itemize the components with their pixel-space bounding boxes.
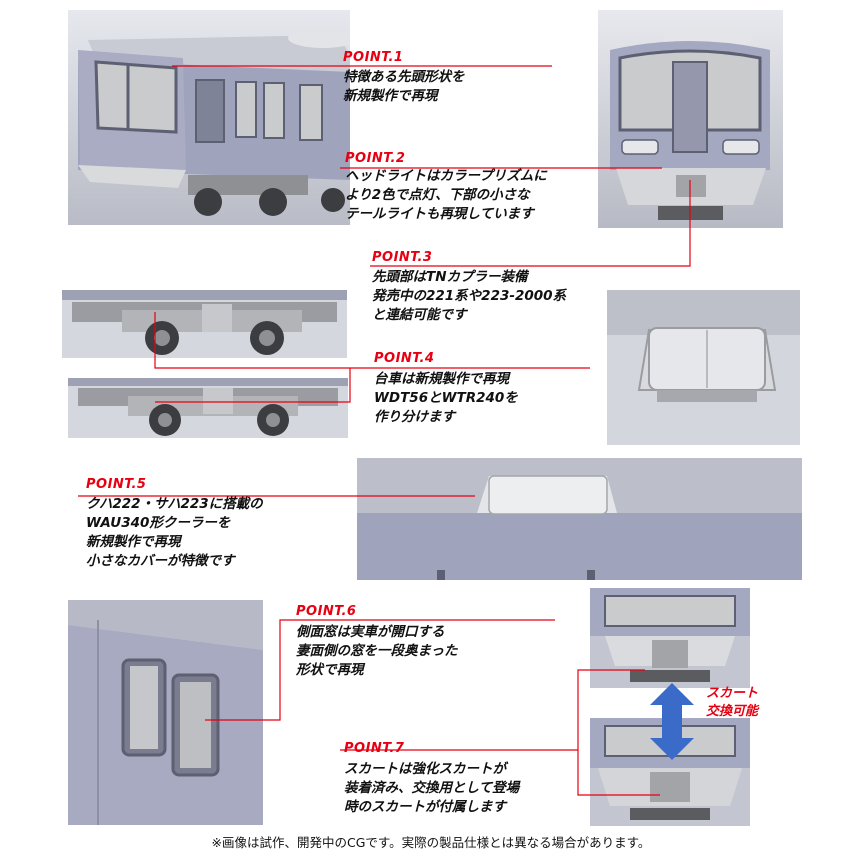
point-4-description: 台車は新規製作で再現 WDT56とWTR240を 作り分けます [374, 370, 518, 427]
desc-line: クハ222・サハ223に搭載の [86, 496, 263, 512]
desc-line: 特徴ある先頭形状を [343, 69, 465, 85]
point-3-description: 先頭部はTNカプラー装備 発売中の221系や223-2000系 と連結可能です [372, 268, 566, 325]
desc-line: 装着済み、交換用として登場 [344, 780, 520, 796]
desc-line: 側面窓は実車が開口する [296, 624, 445, 640]
desc-line: 妻面側の窓を一段奥まった [296, 643, 458, 659]
point-6-description: 側面窓は実車が開口する 妻面側の窓を一段奥まった 形状で再現 [296, 623, 457, 680]
desc-line: テールライトも再現しています [345, 206, 534, 222]
skirt-badge-line2: 交換可能 [706, 704, 759, 719]
photo-bogie-upper [62, 290, 347, 358]
desc-line: WAU340形クーラーを [86, 515, 231, 531]
point-7-label: POINT.7 [344, 741, 405, 756]
photo-skirt-lower [590, 718, 750, 826]
skirt-badge-line1: スカート [706, 686, 759, 701]
desc-line: ヘッドライトはカラープリズムに [345, 168, 547, 184]
desc-line: 先頭部はTNカプラー装備 [372, 269, 528, 285]
desc-line: と連結可能です [372, 307, 467, 323]
point-5-label: POINT.5 [86, 477, 147, 492]
desc-line: より2色で点灯、下部の小さな [345, 187, 530, 203]
point-3-label: POINT.3 [372, 250, 433, 265]
desc-line: 小さなカバーが特徴です [86, 553, 235, 569]
desc-line: WDT56とWTR240を [374, 390, 518, 406]
point-1-label: POINT.1 [343, 50, 404, 65]
desc-line: 形状で再現 [296, 662, 364, 678]
photo-skirt-upper [590, 588, 750, 688]
desc-line: 新規製作で再現 [86, 534, 181, 550]
point-2-label: POINT.2 [345, 151, 406, 166]
desc-line: 作り分けます [374, 409, 455, 425]
desc-line: 発売中の221系や223-2000系 [372, 288, 567, 304]
point-4-label: POINT.4 [374, 351, 435, 366]
photo-side-window [68, 600, 263, 825]
photo-front-angle [68, 10, 350, 225]
desc-line: 新規製作で再現 [343, 88, 438, 104]
photo-roof-cooler [357, 458, 802, 580]
point-7-description: スカートは強化スカートが 装着済み、交換用として登場 時のスカートが付属します [344, 760, 519, 817]
point-5-description: クハ222・サハ223に搭載の WAU340形クーラーを 新規製作で再現 小さな… [86, 495, 263, 571]
photo-bogie-lower [68, 378, 348, 438]
point-1-description: 特徴ある先頭形状を 新規製作で再現 [343, 68, 465, 106]
desc-line: 時のスカートが付属します [344, 799, 506, 815]
desc-line: 台車は新規製作で再現 [374, 371, 509, 387]
skirt-swap-badge: スカート 交換可能 [706, 685, 758, 721]
photo-cooler-closeup [607, 290, 800, 445]
point-6-label: POINT.6 [296, 604, 357, 619]
photo-front-view [598, 10, 783, 228]
point-2-description: ヘッドライトはカラープリズムに より2色で点灯、下部の小さな テールライトも再現… [345, 167, 547, 224]
disclaimer-footnote: ※画像は試作、開発中のCGです。実際の製品仕様とは異なる場合があります。 [211, 835, 651, 850]
desc-line: スカートは強化スカートが [344, 761, 506, 777]
